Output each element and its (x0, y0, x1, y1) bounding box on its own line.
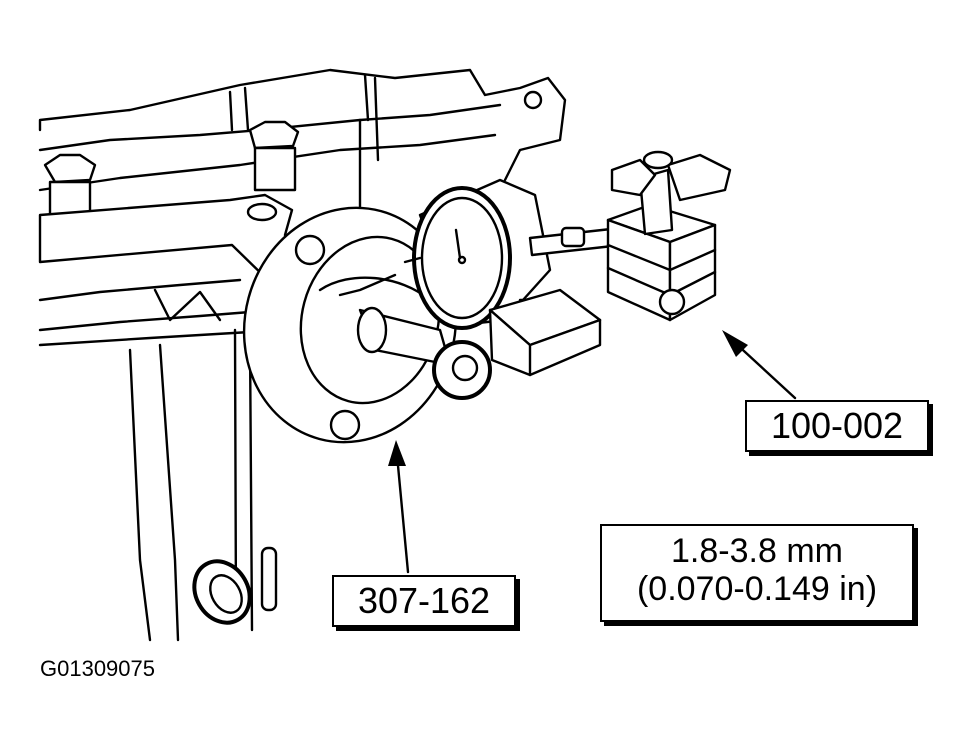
callout-307-162: 307-162 (332, 575, 516, 627)
indicator-rod (528, 226, 624, 257)
indicator-base (488, 288, 602, 377)
callout-100-002: 100-002 (745, 400, 929, 452)
engine-housing (38, 68, 567, 642)
special-tool-307-162 (242, 206, 492, 444)
locating-pin (260, 546, 278, 612)
spec-imperial: (0.070-0.149 in) (636, 570, 878, 609)
seal-ring (192, 559, 252, 625)
callout-307-162-text: 307-162 (357, 580, 491, 621)
specification-box: 1.8-3.8 mm (0.070-0.149 in) (600, 524, 914, 622)
bolt-middle (248, 120, 300, 192)
callout-100-002-text: 100-002 (770, 405, 904, 446)
spec-metric: 1.8-3.8 mm (671, 532, 843, 570)
figure-id: G01309075 (40, 656, 155, 681)
arrow-100-002 (722, 330, 797, 400)
arrow-307-162 (388, 440, 410, 574)
holding-fixture-100-002 (606, 150, 732, 322)
